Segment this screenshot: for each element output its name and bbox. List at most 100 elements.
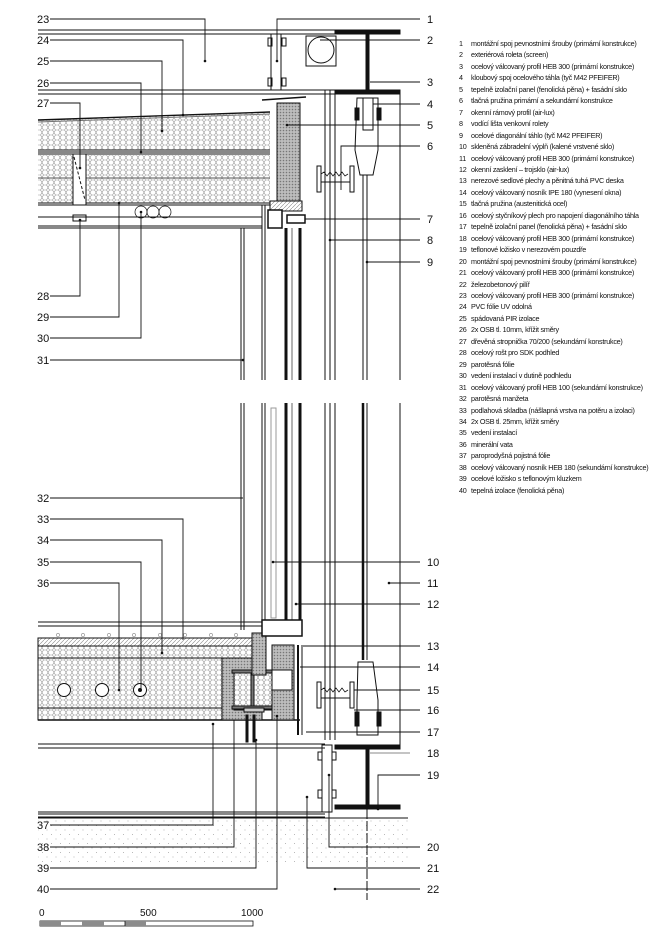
callout-7: 7 (427, 214, 433, 226)
legend-item-text: ocelový válcovaný profil HEB 300 (primár… (471, 233, 635, 243)
legend-item-text: ocelový válcovaný nosník HEB 180 (sekund… (471, 462, 649, 472)
legend-item-text: nerezové sedlové plechy a pěnitná tuhá P… (471, 176, 624, 186)
legend-item-text: vedení instalací v dutině podhledu (471, 371, 572, 381)
legend-item-text: ocelový válcovaný profil HEB 300 (primár… (471, 268, 635, 278)
legend-item-number: 2 (459, 50, 463, 60)
callout-8: 8 (427, 235, 433, 247)
legend-item-number: 27 (459, 336, 467, 346)
callout-34: 34 (37, 535, 49, 547)
scale-label-0: 0 (39, 908, 45, 919)
legend-item-number: 16 (459, 210, 467, 220)
concrete-pier (38, 809, 408, 900)
legend-item-number: 11 (459, 153, 466, 163)
legend-item-text: montážní spoj pevnostními šrouby (primár… (471, 39, 637, 48)
callout-40: 40 (37, 884, 49, 896)
timber-joist (72, 153, 87, 206)
legend-item-text: ocelový válcovaný profil HEB 300 (primár… (471, 61, 635, 71)
callouts-left: 23 24 25 26 27 28 29 30 31 32 33 34 35 3… (37, 14, 49, 896)
legend-item-number: 39 (459, 474, 467, 484)
legend-item-number: 22 (459, 279, 467, 289)
callout-4: 4 (427, 99, 433, 111)
legend-item-text: podlahová skladba (nášlapná vrstva na po… (471, 405, 635, 415)
scale-label-500: 500 (140, 908, 157, 919)
heb300-column-top (334, 29, 401, 95)
tension-rod-joint-bottom (316, 661, 382, 736)
legend-item-number: 32 (459, 394, 467, 404)
legend-item-number: 31 (459, 382, 467, 392)
legend-item: 11 ocelový válcovaný profil HEB 300 (prim… (459, 153, 655, 164)
legend-item-text: ocelový válcovaný profil HEB 300 (primár… (471, 290, 635, 300)
legend-item: 38 ocelový válcovaný nosník HEB 180 (seku… (459, 462, 655, 473)
ceiling-lines (38, 205, 262, 229)
callout-23: 23 (37, 14, 49, 26)
legend-item-number: 19 (459, 245, 467, 255)
legend-item-text: tepelná izolace (fenolická pěna) (471, 485, 565, 495)
callout-32: 32 (37, 493, 49, 505)
legend-item: 19 teflonové ložisko v nerezovém pouzdře (459, 244, 655, 255)
legend-item-number: 24 (459, 302, 467, 312)
callout-16: 16 (427, 705, 439, 717)
legend-item-text: okenní rámový profil (air-lux) (471, 107, 555, 117)
legend-item-text: 2x OSB tl. 10mm, křížit směry (471, 325, 559, 335)
legend-item-text: vodící lišta venkovní rolety (471, 119, 549, 129)
callout-18: 18 (427, 748, 439, 760)
legend-item-number: 9 (459, 130, 463, 140)
tension-rod-joint-top (316, 97, 382, 193)
legend-item-number: 38 (459, 462, 467, 472)
legend-item-number: 18 (459, 233, 467, 243)
legend-item-text: montážní spoj pevnostními šrouby (primár… (471, 256, 637, 266)
legend-item-number: 12 (459, 164, 467, 174)
legend-item-text: ocelový válcovaný profil HEB 300 (primár… (471, 153, 635, 163)
callout-29: 29 (37, 312, 49, 324)
legend-item-number: 34 (459, 416, 467, 426)
legend-item-text: kloubový spoj ocelového táhla (tyč M42 P… (471, 73, 620, 83)
legend-item-number: 13 (459, 176, 467, 186)
legend-item-text: minerální vata (471, 439, 513, 449)
callout-38: 38 (37, 842, 49, 854)
scale-bar: 0 500 1000 (39, 908, 264, 927)
legend-item: 1 montážní spoj pevnostními šrouby (primá… (459, 38, 655, 49)
legend-item-text: 2x OSB tl. 25mm, křížit směry (471, 416, 559, 426)
callout-25: 25 (37, 56, 49, 68)
callout-9: 9 (427, 257, 433, 269)
legend-item-number: 1 (459, 39, 463, 48)
legend-item-text: ocelový rošt pro SDK podhled (471, 348, 560, 358)
legend-item-text: skleněná zábradelní výplň (kalené vrstve… (471, 142, 615, 152)
callout-37: 37 (37, 820, 49, 832)
legend-item-text: tepelně izolační panel (fenolická pěna) … (471, 84, 627, 94)
callout-39: 39 (37, 863, 49, 875)
legend-item: 13 nerezové sedlové plechy a pěnitná tuhá… (459, 175, 655, 186)
callout-20: 20 (427, 842, 439, 854)
callout-2: 2 (427, 35, 433, 47)
legend: 1 montážní spoj pevnostními šrouby (primá… (459, 38, 655, 496)
legend-item-text: teflonové ložisko v nerezovém pouzdře (471, 245, 587, 255)
facade-verticals-upper (240, 90, 401, 380)
legend-item: 40 tepelná izolace (fenolická pěna) (459, 485, 655, 496)
legend-item-number: 4 (459, 73, 463, 83)
legend-item-number: 29 (459, 359, 467, 369)
legend-item-number: 6 (459, 96, 463, 106)
legend-item-text: ocelové diagonální táhlo (tyč M42 PFEIFE… (471, 130, 603, 140)
legend-item-number: 40 (459, 485, 467, 495)
legend-item: 18 ocelový válcovaný profil HEB 300 (prim… (459, 233, 655, 244)
